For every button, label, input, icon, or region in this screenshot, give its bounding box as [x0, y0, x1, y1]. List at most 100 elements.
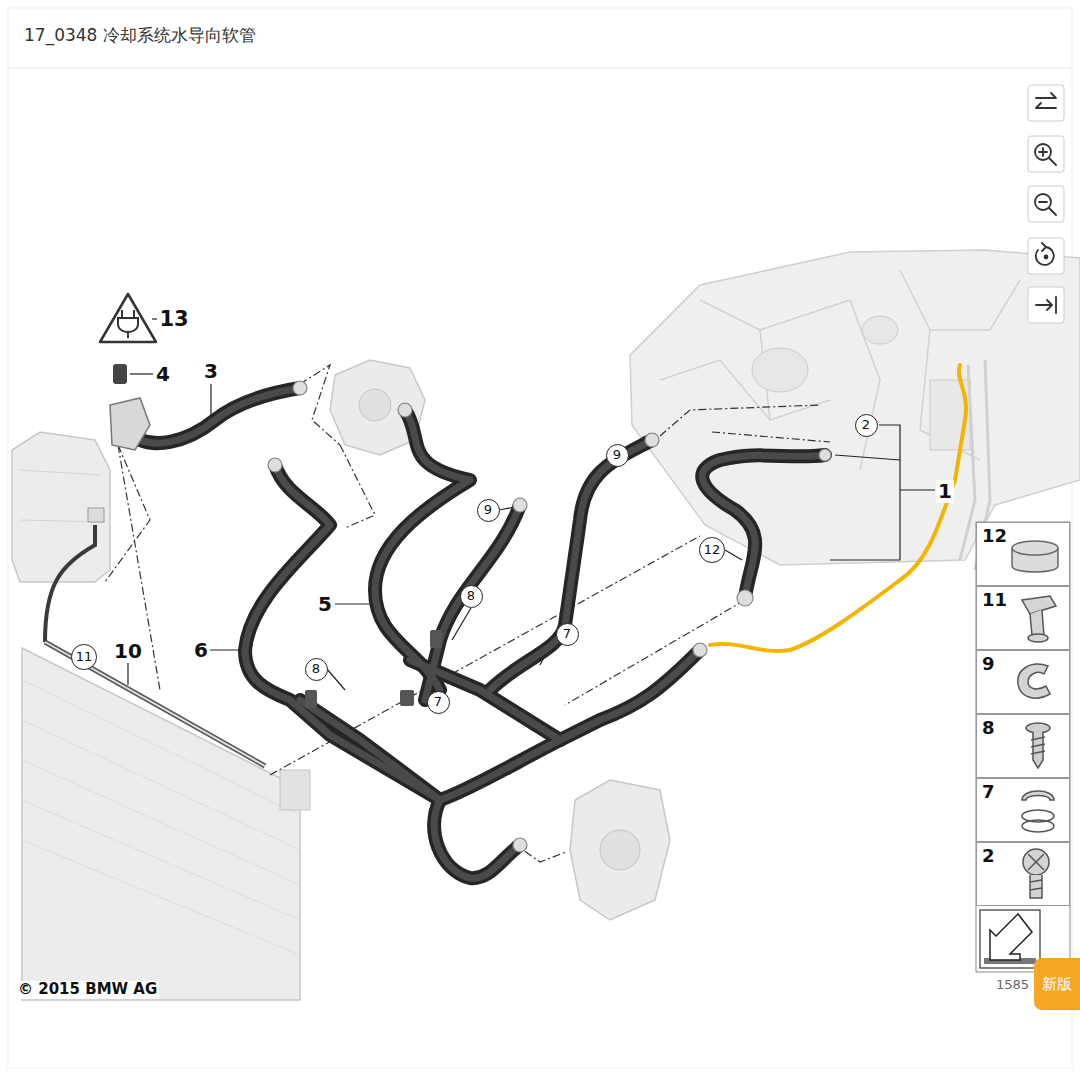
expansion-tank: [12, 432, 110, 582]
hose-couplings: [645, 433, 659, 447]
toolbar-icons: [1045, 256, 1048, 259]
engine-block: [630, 250, 1080, 565]
dash-leader-lines: [712, 432, 830, 442]
callout-number: 11: [982, 590, 1064, 610]
toolbar-icons: [1039, 202, 1056, 215]
thermostat-housing: [110, 364, 150, 450]
coolant-hose: [410, 660, 560, 740]
dash-leader-lines: [105, 365, 830, 862]
hose-couplings: [693, 643, 707, 657]
leader-lines: [725, 550, 742, 560]
hose-brackets: [400, 690, 414, 706]
highlighted-pipe: [710, 365, 966, 651]
leader-lines: [130, 373, 153, 374]
c-clip-icon: [1018, 664, 1050, 698]
callout-circle: 9: [477, 499, 500, 522]
coolant-hose: [702, 455, 825, 598]
coolant-hose: [410, 660, 560, 740]
coolant-hose: [490, 440, 652, 690]
leader-lines: [830, 425, 900, 560]
warning-symbol: [100, 294, 156, 342]
dash-leader-lines: [105, 445, 150, 582]
part-table-cell: 2: [976, 842, 1070, 906]
part-table-cell: 9: [976, 650, 1070, 714]
callout-number: 11: [76, 650, 93, 664]
callout-number: 3: [202, 360, 220, 383]
coolant-hose: [434, 800, 520, 878]
expansion-tank: [12, 432, 110, 582]
radiator: [45, 642, 265, 766]
radiator: [45, 525, 95, 642]
spring-clamp-icon: [1022, 791, 1054, 832]
part-table-cell: 8: [976, 714, 1070, 778]
expansion-tank: [20, 470, 105, 522]
coolant-hose: [702, 455, 825, 598]
callout-number: 9: [613, 448, 621, 462]
radiator: [45, 642, 265, 766]
callout-circle: 7: [427, 691, 450, 714]
callout-circle: 8: [460, 585, 483, 608]
clip-icon: [1028, 634, 1048, 642]
version-button: 新版: [1034, 958, 1080, 1010]
coolant-hose: [125, 388, 300, 443]
bolt-icon: [1030, 880, 1042, 890]
image-number: 1585: [994, 978, 1031, 993]
callout-number: 8: [982, 718, 1064, 738]
hose-couplings: [737, 590, 753, 606]
callout-circle: 12: [699, 537, 725, 563]
callout-number: 1: [936, 480, 954, 503]
next-page-arrow: [990, 914, 1032, 960]
hose-brackets: [430, 630, 442, 648]
dash-leader-lines: [340, 445, 375, 528]
water-pump-upper: [359, 389, 391, 421]
hose-couplings: [268, 458, 282, 472]
hose-couplings: [513, 838, 527, 852]
toolbar: [1028, 186, 1064, 222]
expansion-tank: [88, 508, 104, 522]
callout-circle: 7: [556, 623, 579, 646]
next-page-arrow: [980, 910, 1040, 968]
screw-icon: [1031, 737, 1045, 754]
leader-lines: [335, 603, 370, 604]
callout-circle: 8: [305, 658, 328, 681]
highlighted-pipe: [710, 365, 966, 651]
callout-number: 5: [316, 593, 334, 616]
temperature-sensor: [113, 364, 127, 384]
coolant-hose: [490, 440, 652, 690]
radiator: [22, 648, 300, 1000]
hose-clamp-icon: [1012, 541, 1058, 555]
header-rule: [8, 68, 1072, 69]
callout-circle: 9: [606, 444, 629, 467]
callout-circle: 11: [71, 644, 97, 670]
bolt-icon: [1023, 849, 1049, 898]
toolbar: [1028, 287, 1064, 323]
coolant-hose: [375, 410, 470, 690]
callout-number: 4: [154, 363, 172, 386]
coolant-hose: [300, 650, 700, 800]
callout-number: 2: [862, 418, 870, 432]
callout-number: 9: [484, 503, 492, 517]
screw-icon: [1026, 723, 1050, 768]
thermostat-housing: [110, 398, 150, 450]
coolant-hose: [125, 388, 300, 443]
radiator: [280, 770, 310, 810]
leader-lines: [127, 663, 128, 685]
leader-lines: [835, 455, 900, 460]
clip-icon: [1030, 610, 1044, 636]
hose-couplings: [268, 381, 831, 852]
toolbar-icons: [1039, 148, 1056, 165]
callout-number: 10: [112, 640, 144, 663]
toolbar-icons: [1036, 93, 1056, 108]
next-page-arrow: [980, 910, 1040, 968]
auxiliary-pump-lower: [570, 780, 670, 920]
callout-number: 9: [982, 654, 1064, 674]
part-table-cell: 7: [976, 778, 1070, 842]
hose-brackets: [305, 630, 442, 708]
leader-lines: [327, 669, 345, 690]
dash-leader-lines: [660, 405, 820, 436]
c-clip-icon: [1018, 664, 1050, 698]
coolant-hose: [300, 650, 700, 800]
hose-couplings: [398, 403, 412, 417]
